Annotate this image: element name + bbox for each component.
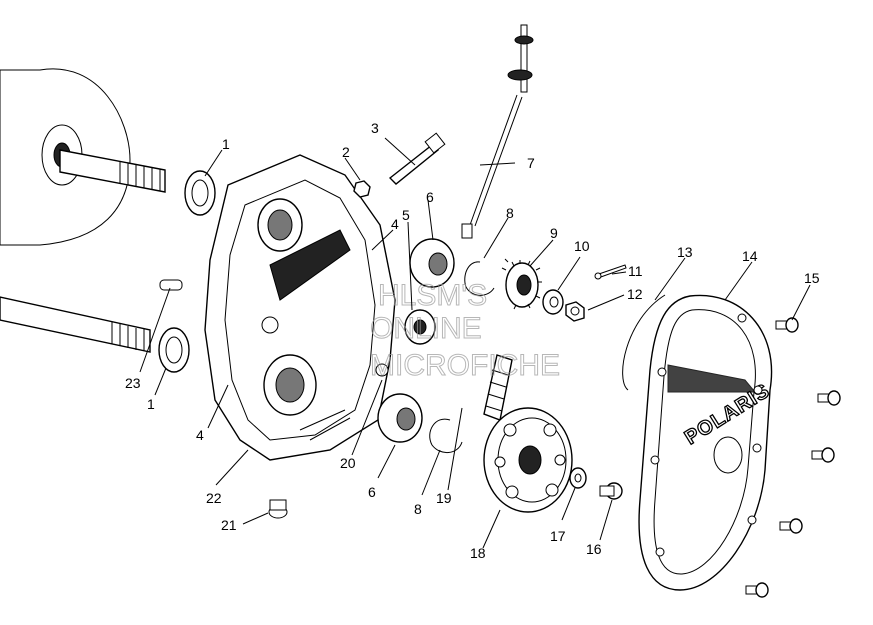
callout-5: 5 (402, 207, 410, 223)
lower-driveshaft (0, 296, 151, 353)
drive-sprocket (501, 258, 542, 310)
chaincase-housing (204, 154, 396, 461)
callout-14: 14 (742, 248, 758, 264)
callout-23: 23 (125, 375, 141, 391)
seal-lower (158, 327, 190, 373)
callout-22: 22 (206, 490, 222, 506)
callout-6-upper: 6 (426, 189, 434, 205)
callout-16: 16 (586, 541, 602, 557)
callout-18: 18 (470, 545, 486, 561)
sprocket-bolt (599, 482, 623, 500)
callout-11: 11 (628, 263, 643, 279)
bearing-lower (377, 393, 423, 443)
callout-1-upper: 1 (222, 136, 230, 152)
watermark-line-1: HLSM'S (378, 279, 487, 312)
callout-7: 7 (527, 155, 535, 171)
callout-17: 17 (550, 528, 566, 544)
driven-sprocket (483, 407, 573, 513)
callout-6-lower: 6 (368, 484, 376, 500)
castle-nut (565, 301, 585, 322)
watermark-line-3: MICROFICHE (370, 349, 560, 382)
callout-4-upper: 4 (391, 216, 399, 232)
callout-4-lower: 4 (196, 427, 204, 443)
cover-bolts (745, 317, 841, 598)
callout-20: 20 (340, 455, 356, 471)
callout-21: 21 (221, 517, 237, 533)
cover-o-ring (622, 294, 666, 391)
callout-10: 10 (574, 238, 590, 254)
callout-12: 12 (627, 286, 643, 302)
callout-1-lower: 1 (147, 396, 155, 412)
sprocket-washer (569, 467, 587, 489)
seal-upper (184, 170, 216, 216)
hex-nut (353, 180, 371, 198)
washer (542, 289, 564, 315)
upper-driveshaft (59, 149, 166, 193)
callout-3: 3 (371, 120, 379, 136)
watermark: HLSM'S ONLINE MICROFICHE (370, 279, 561, 383)
bearing-upper (409, 238, 455, 288)
callout-9: 9 (550, 225, 558, 241)
snap-ring-upper (464, 261, 495, 296)
callout-numbers: 1 1 2 3 4 4 5 6 6 7 8 8 9 10 11 12 13 14… (125, 120, 820, 561)
dowel-pin (159, 279, 183, 291)
cotter-pin (594, 264, 627, 280)
dipstick (461, 24, 534, 239)
callout-2: 2 (342, 144, 350, 160)
callout-8-upper: 8 (506, 205, 514, 221)
tensioner-bolt (388, 132, 446, 185)
callout-15: 15 (804, 270, 820, 286)
drain-plug (268, 499, 288, 519)
snap-ring-lower (429, 418, 463, 453)
callout-13: 13 (677, 244, 693, 260)
chaincase-cover: POLARIS (638, 294, 775, 591)
watermark-line-2: ONLINE (370, 312, 482, 345)
leader-lines (139, 137, 811, 549)
callout-8-lower: 8 (414, 501, 422, 517)
callout-19: 19 (436, 490, 452, 506)
tensioner-roller (404, 309, 436, 345)
